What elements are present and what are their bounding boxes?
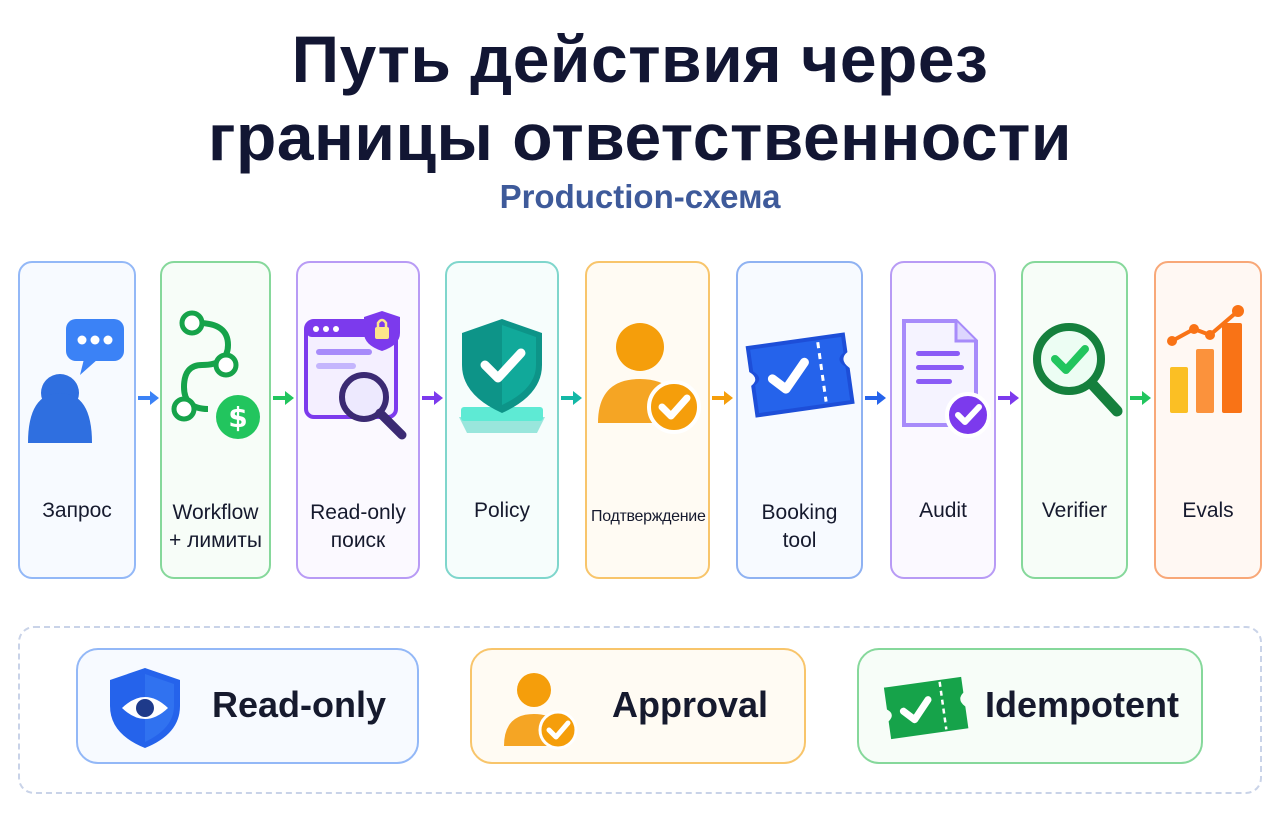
title-line-2: границы ответственности	[208, 100, 1072, 174]
user-approve-icon	[504, 673, 578, 750]
bar-chart-icon	[1156, 299, 1260, 449]
step-card-policy: Policy	[445, 261, 559, 579]
badge-label: Approval	[612, 684, 769, 725]
ticket-check-icon	[883, 676, 969, 740]
page-title: Путь действия через границы ответственно…	[0, 20, 1280, 176]
step-label: Evals	[1182, 499, 1234, 522]
step-label: Запрос	[42, 499, 112, 522]
step-label: Workflow+ лимиты	[169, 501, 262, 552]
step-label: Policy	[473, 499, 531, 522]
subtitle: Production-схема	[499, 178, 781, 215]
svg-text:$: $	[228, 401, 247, 434]
arrow-right-icon	[998, 391, 1019, 405]
step-label: Verifier	[1041, 499, 1108, 522]
ticket-check-icon	[738, 299, 861, 449]
arrow-right-icon	[1130, 391, 1151, 405]
badge-read-only: Read-only	[76, 648, 419, 764]
user-approve-icon	[587, 299, 708, 449]
step-label: Подтверждение	[591, 508, 706, 525]
shield-eye-icon	[110, 668, 180, 748]
badge-approval: Approval	[470, 648, 806, 764]
step-card-verifier: Verifier	[1021, 261, 1128, 579]
document-check-icon	[892, 299, 994, 449]
arrow-right-icon	[422, 391, 443, 405]
arrow-right-icon	[273, 391, 294, 405]
magnifier-check-icon	[1023, 299, 1126, 449]
step-card-workflow: $ Workflow+ лимиты	[160, 261, 271, 579]
workflow-dollar-icon: $	[162, 299, 269, 449]
properties-panel	[18, 626, 1262, 794]
title-line-1: Путь действия через	[291, 22, 989, 96]
arrow-right-icon	[561, 391, 582, 405]
shield-check-icon	[447, 299, 557, 449]
arrow-right-icon	[865, 391, 886, 405]
search-lock-icon	[298, 299, 418, 449]
badge-label: Idempotent	[985, 684, 1179, 725]
arrow-right-icon	[712, 391, 733, 405]
step-card-request: Запрос	[18, 261, 136, 579]
badge-label: Read-only	[212, 684, 387, 725]
step-card-evals: Evals	[1154, 261, 1262, 579]
arrow-right-icon	[138, 391, 159, 405]
badge-idempotent: Idempotent	[857, 648, 1203, 764]
step-card-confirmation: Подтверждение	[585, 261, 710, 579]
step-label: Audit	[919, 499, 967, 522]
user-chat-icon	[20, 299, 134, 449]
step-card-audit: Audit	[890, 261, 996, 579]
